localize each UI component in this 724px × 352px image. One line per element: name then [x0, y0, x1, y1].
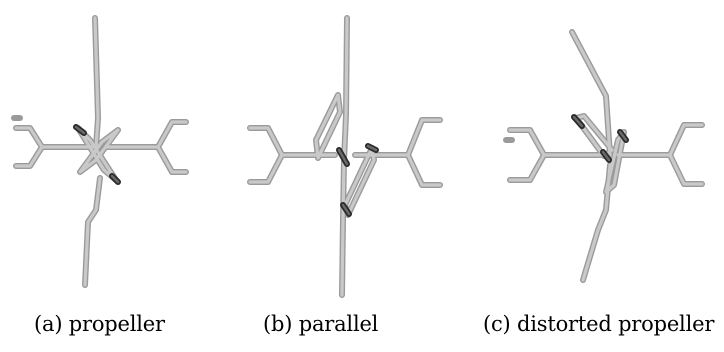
- structure-a-propeller: [11, 15, 189, 288]
- caption-parallel: (b) parallel: [263, 312, 379, 336]
- structure-b-parallel: [247, 15, 443, 298]
- caption-propeller: (a) propeller: [34, 312, 165, 336]
- structure-c-distorted-propeller: [503, 29, 705, 283]
- caption-distorted-propeller: (c) distorted propeller: [483, 312, 715, 336]
- molecular-structures-drawing: .bo { fill: none; stroke: #9a9a9a; strok…: [11, 15, 705, 298]
